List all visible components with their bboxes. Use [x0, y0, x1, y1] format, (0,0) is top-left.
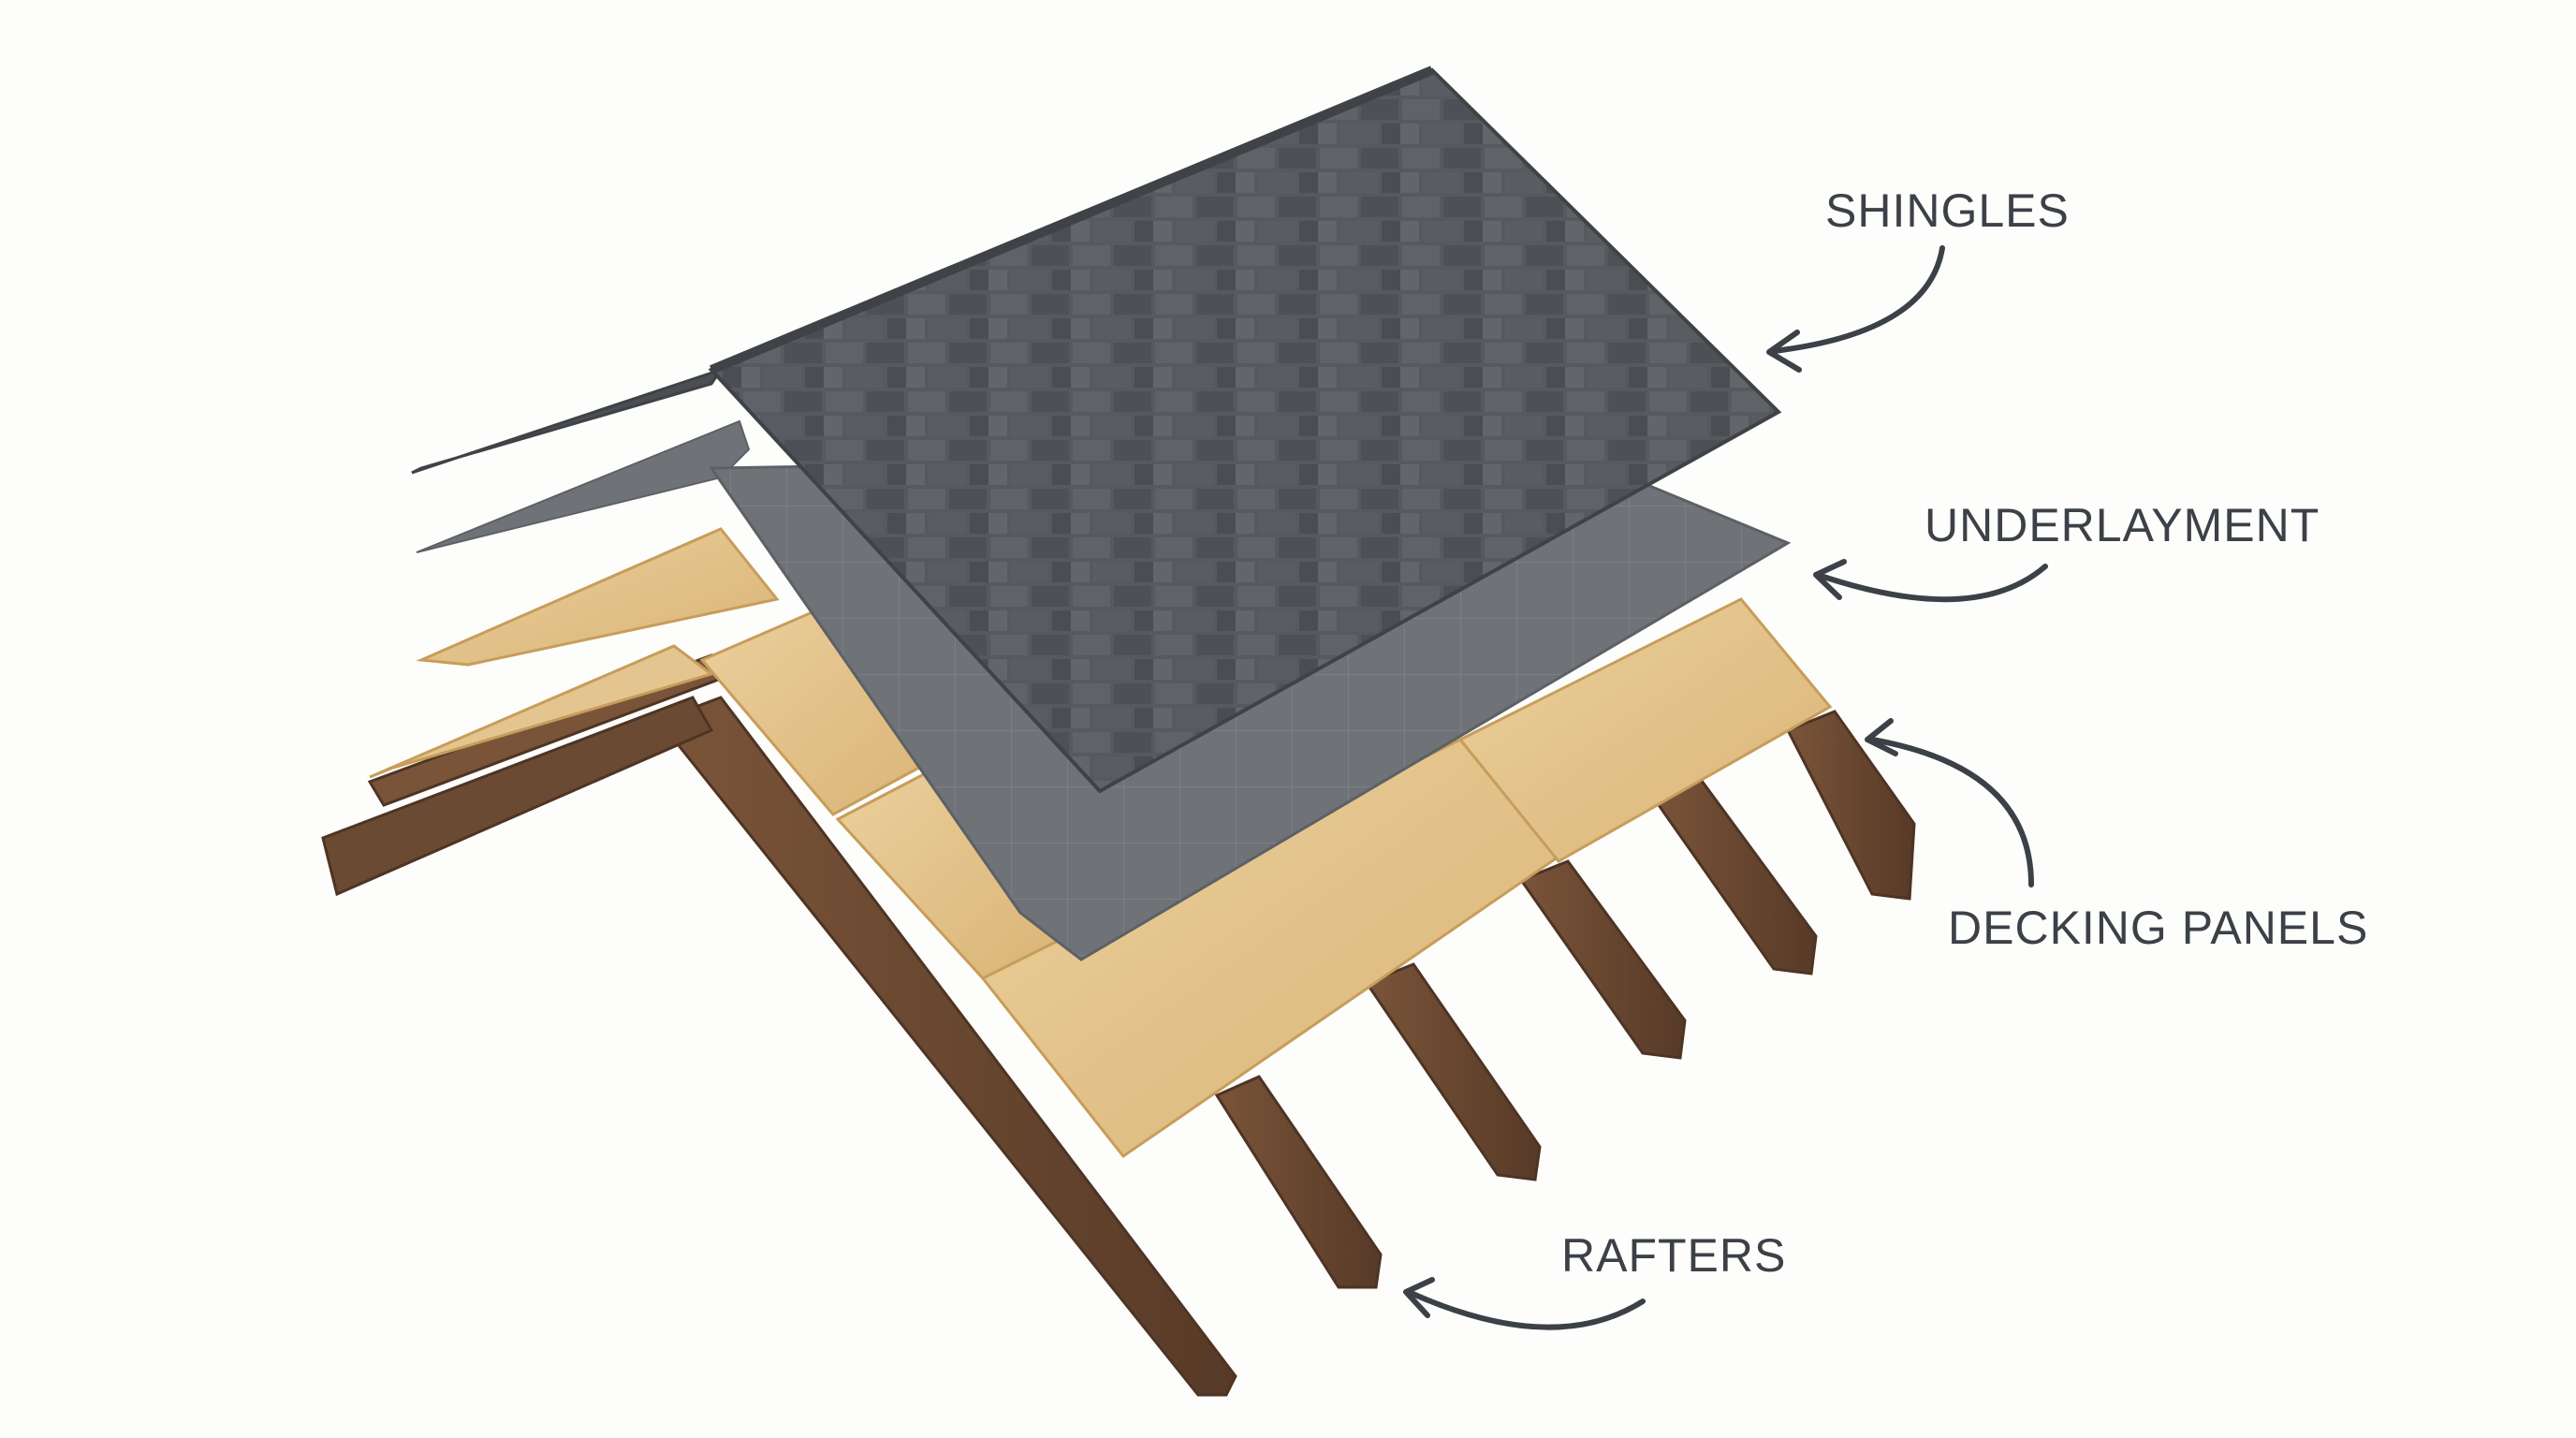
- label-rafters: RAFTERS: [1561, 1229, 1787, 1282]
- rafter-4: [1649, 775, 1818, 976]
- rafter-ridge-beam: [321, 696, 714, 897]
- label-shingles: SHINGLES: [1825, 184, 2070, 237]
- curved-arrow-icon: [1865, 718, 2034, 888]
- curved-arrow-icon: [1813, 559, 2048, 603]
- rafter-2: [1364, 962, 1542, 1181]
- callout-arrows: [1403, 245, 2048, 1330]
- rafter-1: [1214, 1075, 1383, 1289]
- shingles-left-flap: [411, 367, 724, 475]
- label-decking-panels: DECKING PANELS: [1948, 902, 2369, 954]
- rafter-5: [1785, 710, 1916, 901]
- curved-arrow-icon: [1403, 1277, 1646, 1330]
- decking-panel-left-lower: [369, 644, 715, 779]
- shingles-group: [411, 66, 1782, 794]
- shingles-ridge-line: [710, 66, 1434, 374]
- decking-panel-right: [1457, 597, 1833, 863]
- decking-panel-left-upper: [416, 527, 780, 667]
- curved-arrow-icon: [1766, 245, 1945, 373]
- rafter-3: [1518, 859, 1687, 1060]
- label-underlayment: UNDERLAYMENT: [1925, 499, 2320, 551]
- decking-group: [369, 527, 1833, 1159]
- underlayment-left-flap: [416, 419, 751, 553]
